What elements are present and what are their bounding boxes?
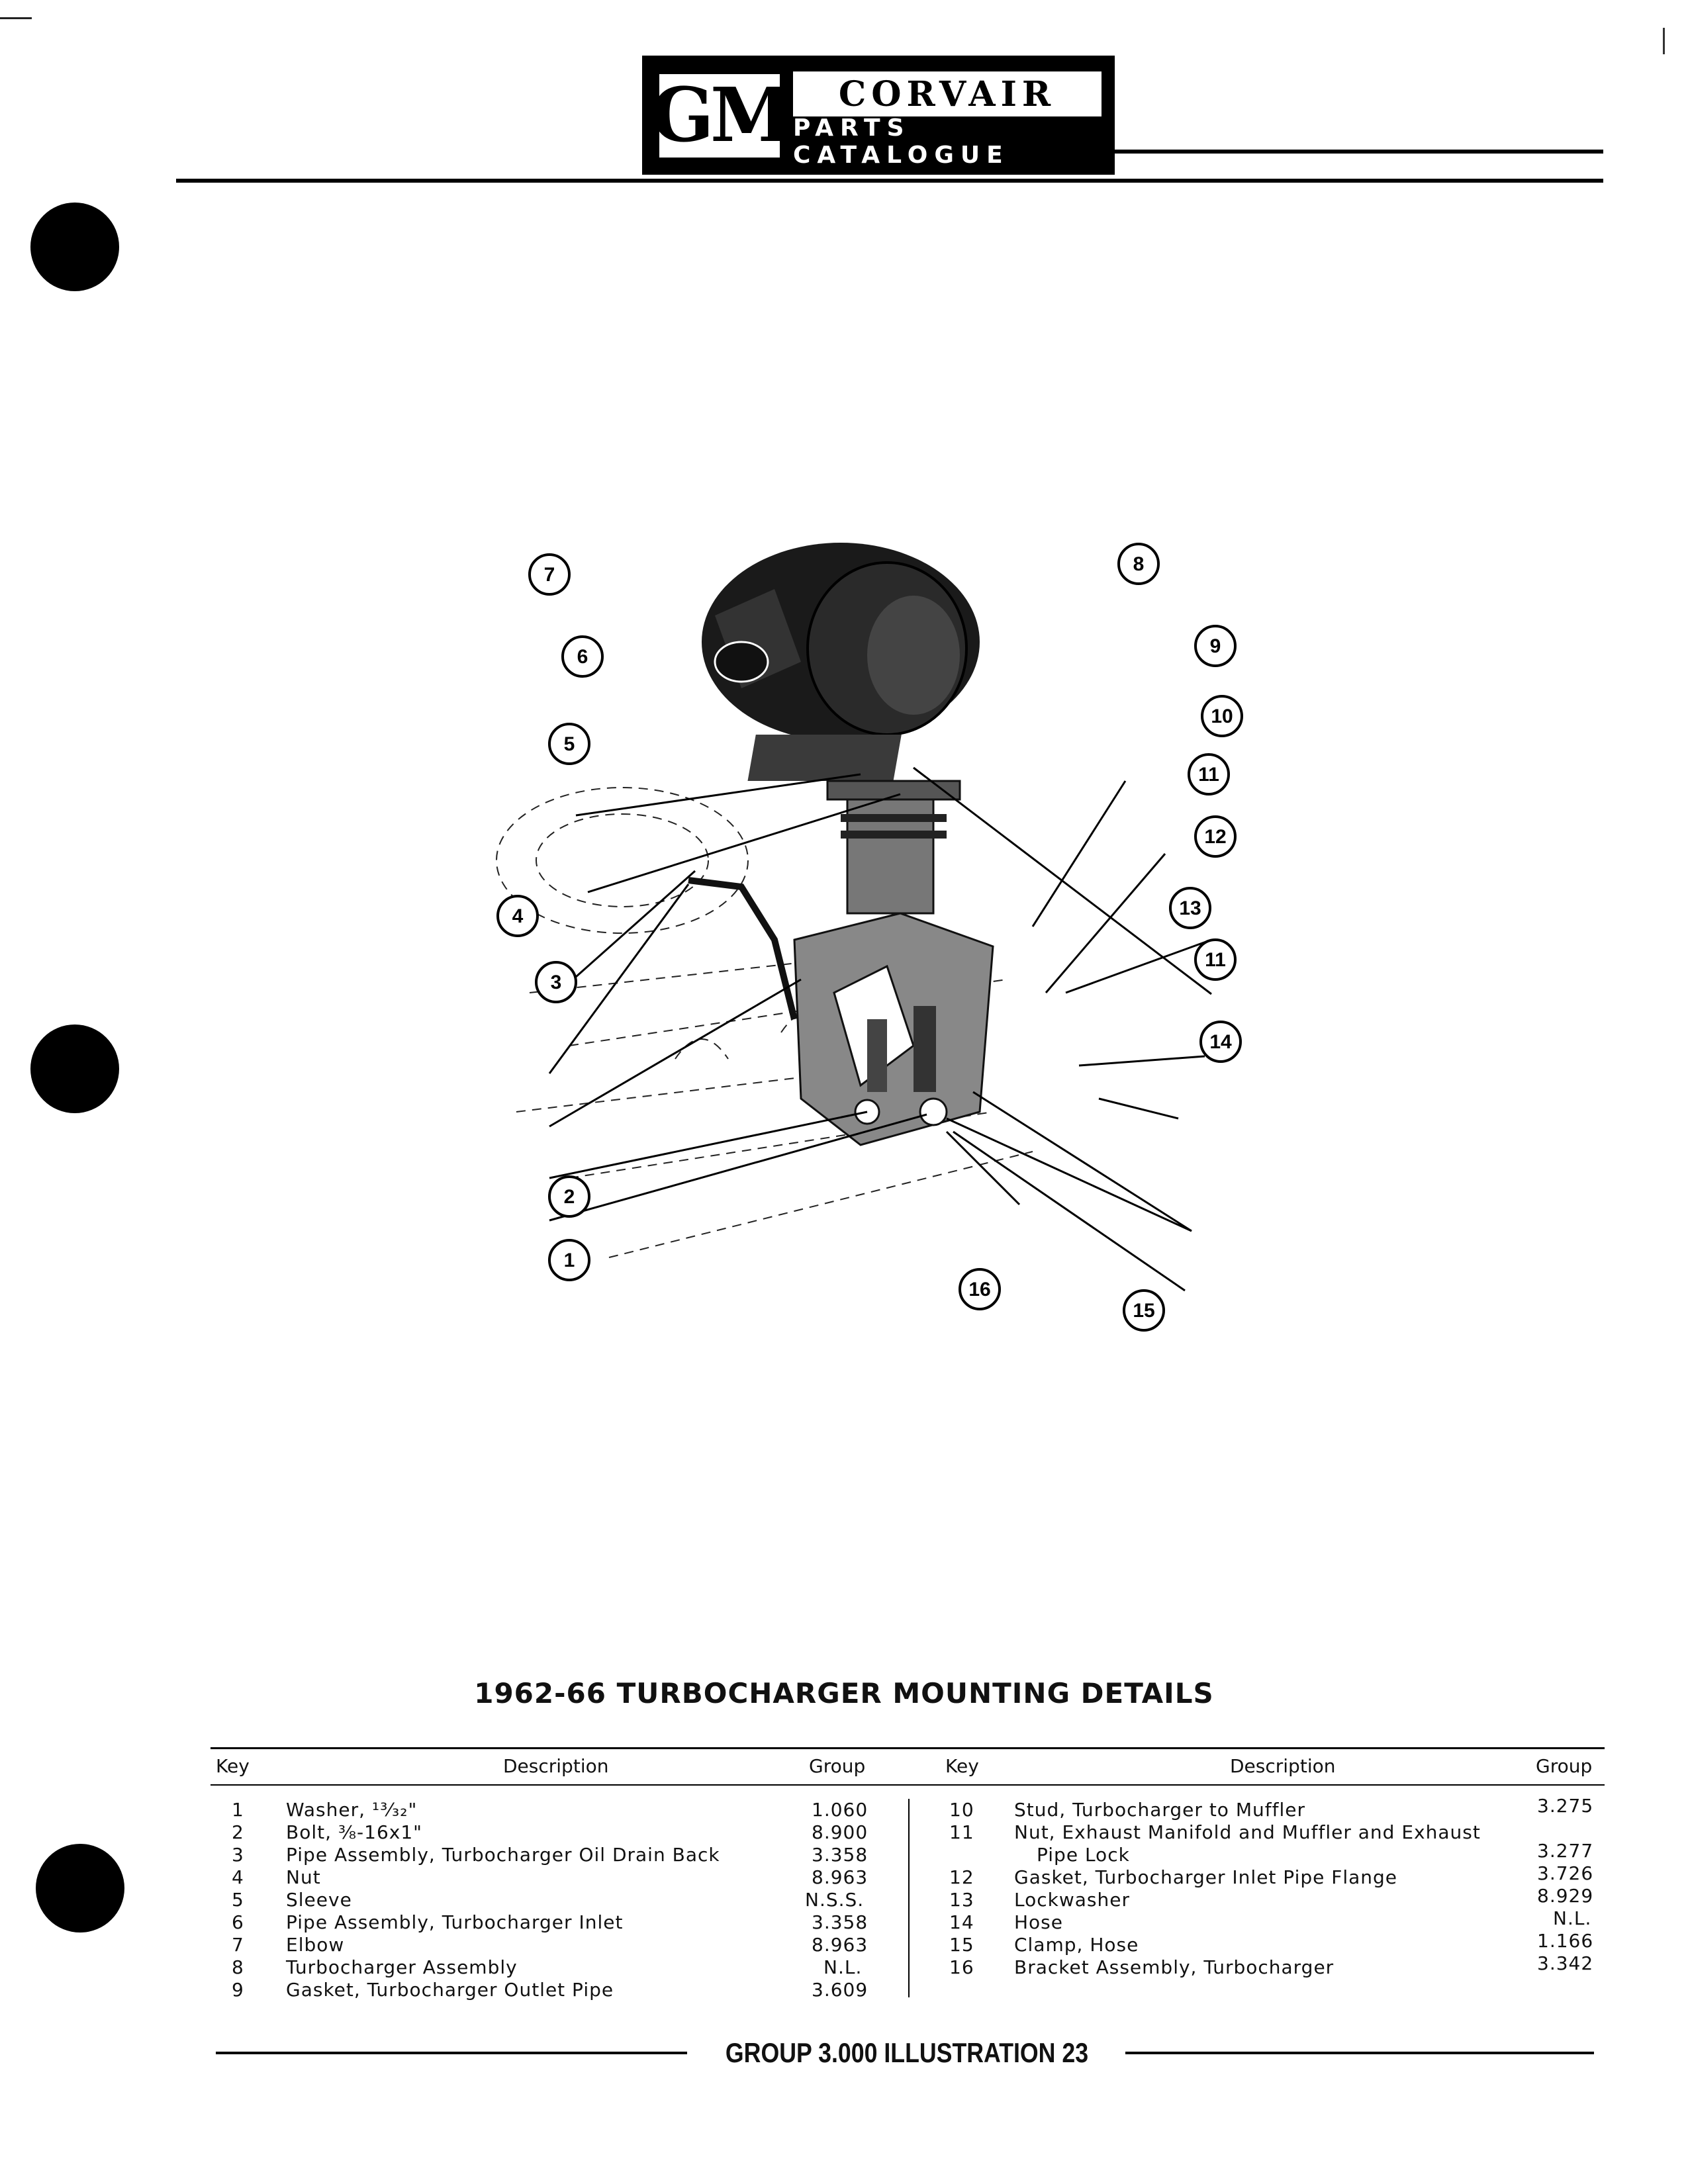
callout-15: 15 — [1133, 1300, 1154, 1322]
right-row-description: Hose — [1014, 1911, 1063, 1933]
left-row-description: Pipe Assembly, Turbocharger Inlet — [286, 1911, 624, 1933]
left-row-group: 8.900 — [812, 1821, 868, 1843]
left-row-description: Nut — [286, 1866, 321, 1888]
left-row-key: 6 — [232, 1911, 244, 1933]
right-row-key: 14 — [949, 1911, 974, 1933]
right-row-group: 3.275 — [1537, 1795, 1594, 1817]
left-row-key: 2 — [232, 1821, 244, 1843]
right-row-group: 3.726 — [1537, 1862, 1594, 1884]
left-row-group: 8.963 — [812, 1934, 868, 1956]
left-row-group: 3.358 — [812, 1911, 868, 1933]
mounting-pipe — [826, 780, 961, 915]
callout-6: 6 — [577, 646, 588, 668]
left-row-key: 8 — [232, 1956, 244, 1978]
left-row-key: 5 — [232, 1889, 244, 1911]
left-row-group: N.L. — [823, 1956, 863, 1978]
callout-11: 11 — [1198, 764, 1219, 786]
footer-rule-left — [216, 2052, 687, 2054]
binder-hole-middle — [30, 1024, 119, 1113]
left-row-key: 7 — [232, 1934, 244, 1956]
left-row-key: 9 — [232, 1979, 244, 2001]
illustration-caption: 1962-66 TURBOCHARGER MOUNTING DETAILS — [474, 1677, 1214, 1709]
right-row-group: 1.166 — [1537, 1930, 1594, 1952]
right-row-group: 8.929 — [1537, 1885, 1594, 1907]
right-row-description: Stud, Turbocharger to Muffler — [1014, 1799, 1305, 1821]
left-row-description: Bolt, ⅜-16x1" — [286, 1821, 423, 1843]
callout-10: 10 — [1211, 705, 1233, 727]
callout-11-lower: 11 — [1205, 949, 1226, 971]
left-row-key: 3 — [232, 1844, 244, 1866]
header-rule — [176, 179, 1603, 183]
callout-3: 3 — [551, 972, 562, 993]
callout-5: 5 — [564, 733, 575, 755]
left-row-group: 8.963 — [812, 1866, 868, 1888]
left-description-header: Description — [503, 1755, 609, 1777]
right-row-group: 3.342 — [1537, 1952, 1594, 1974]
corner-mark — [0, 17, 32, 19]
left-row-description: Sleeve — [286, 1889, 352, 1911]
table-column-divider — [908, 1799, 910, 1997]
left-row-key: 1 — [232, 1799, 244, 1821]
callout-7: 7 — [544, 564, 555, 586]
right-key-header: Key — [945, 1755, 979, 1777]
left-row-description: Turbocharger Assembly — [286, 1956, 518, 1978]
callout-circles — [496, 543, 1243, 1332]
right-row-key: 10 — [949, 1799, 974, 1821]
callout-12: 12 — [1204, 826, 1226, 848]
callout-14: 14 — [1209, 1031, 1232, 1053]
right-row-description: Bracket Assembly, Turbocharger — [1014, 1956, 1335, 1978]
left-key-header: Key — [216, 1755, 250, 1777]
right-row-group: N.L. — [1553, 1907, 1592, 1929]
engine-outline-dashed — [496, 787, 1033, 1258]
left-row-description: Elbow — [286, 1934, 345, 1956]
left-row-group: N.S.S. — [805, 1889, 865, 1911]
catalogue-header-logo: GM CORVAIR PARTS CATALOGUE — [642, 56, 1115, 175]
left-row-description: Washer, ¹³⁄₃₂" — [286, 1799, 418, 1821]
right-row-description: Clamp, Hose — [1014, 1934, 1139, 1956]
callout-4: 4 — [512, 905, 524, 927]
right-row-description: Lockwasher — [1014, 1889, 1130, 1911]
table-top-rule — [211, 1747, 1605, 1749]
left-row-group: 3.358 — [812, 1844, 868, 1866]
right-row-key: 16 — [949, 1956, 974, 1978]
footer-group-illustration: GROUP 3.000 ILLUSTRATION 23 — [725, 2037, 1089, 2068]
leader-lines — [548, 766, 1212, 1292]
turbocharger-body — [702, 543, 980, 781]
margin-mark — [1663, 28, 1665, 54]
right-row-description-cont: Pipe Lock — [1037, 1844, 1130, 1866]
left-group-header: Group — [809, 1755, 866, 1777]
callout-8: 8 — [1133, 553, 1145, 575]
table-header-rule — [211, 1784, 1605, 1786]
header-rule-upper — [1115, 150, 1603, 154]
left-row-key: 4 — [232, 1866, 244, 1888]
callout-16: 16 — [968, 1279, 990, 1300]
footer-rule-right — [1125, 2052, 1594, 2054]
catalogue-subtitle: PARTS CATALOGUE — [793, 114, 1009, 169]
left-row-description: Pipe Assembly, Turbocharger Oil Drain Ba… — [286, 1844, 720, 1866]
model-title: CORVAIR — [793, 71, 1102, 116]
oil-drain-pipe — [688, 877, 798, 1021]
left-row-group: 3.609 — [812, 1979, 868, 2001]
right-row-key: 13 — [949, 1889, 974, 1911]
right-group-header: Group — [1536, 1755, 1593, 1777]
callout-13: 13 — [1179, 897, 1201, 919]
callout-2: 2 — [564, 1186, 575, 1208]
right-row-description: Nut, Exhaust Manifold and Muffler and Ex… — [1014, 1821, 1481, 1843]
callout-labels: 1 2 3 4 5 6 7 8 9 10 11 12 13 11 14 15 1… — [512, 553, 1233, 1322]
binder-hole-bottom — [36, 1844, 124, 1933]
right-row-key: 12 — [949, 1866, 974, 1888]
right-row-group: 3.277 — [1537, 1840, 1594, 1862]
right-row-key: 11 — [949, 1821, 974, 1843]
mounting-bracket — [793, 912, 994, 1146]
callout-9: 9 — [1210, 635, 1221, 657]
left-row-group: 1.060 — [812, 1799, 868, 1821]
right-description-header: Description — [1230, 1755, 1336, 1777]
gm-logo: GM — [651, 71, 792, 160]
right-row-description: Gasket, Turbocharger Inlet Pipe Flange — [1014, 1866, 1398, 1888]
right-row-key: 15 — [949, 1934, 974, 1956]
turbocharger-exploded-illustration: 1 2 3 4 5 6 7 8 9 10 11 12 13 11 14 15 1… — [496, 543, 1243, 1332]
binder-hole-top — [30, 203, 119, 291]
left-row-description: Gasket, Turbocharger Outlet Pipe — [286, 1979, 614, 2001]
callout-1: 1 — [564, 1250, 575, 1271]
